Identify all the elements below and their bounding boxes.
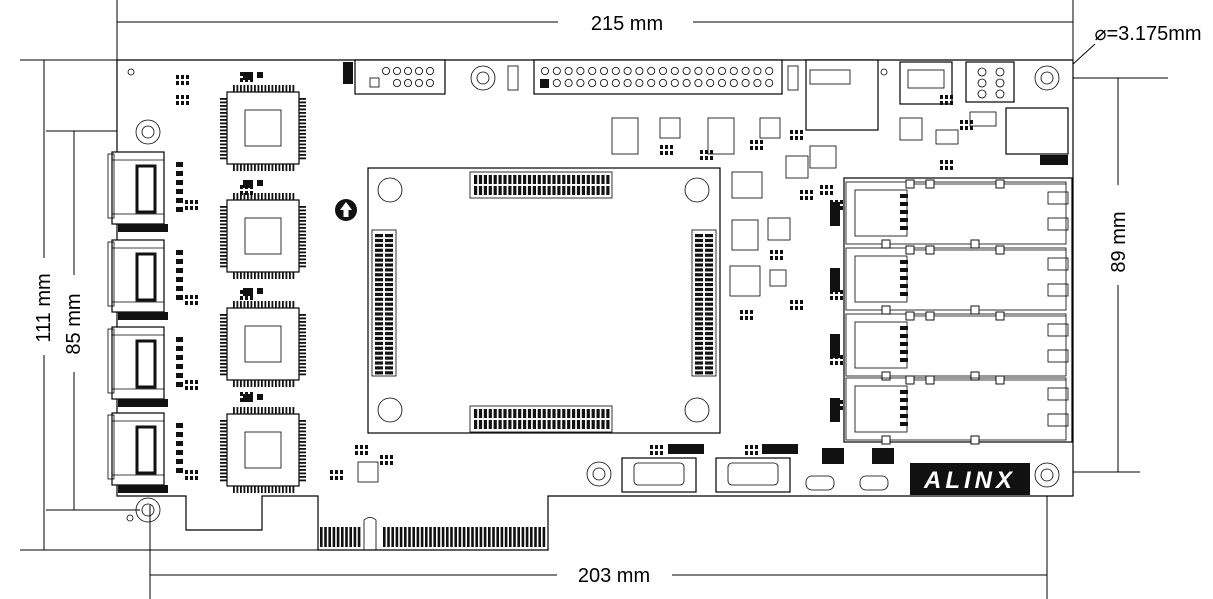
power-jack <box>1005 107 1069 165</box>
qfp-chips <box>220 72 306 493</box>
core-module <box>367 167 721 434</box>
usb-connector <box>899 61 953 105</box>
dimension-lines <box>20 0 1168 599</box>
serial-connectors <box>621 444 798 493</box>
sfp-cages <box>107 151 183 493</box>
dim-height-right: 89 mm <box>1108 211 1130 272</box>
alinx-logo: ALINX <box>910 463 1030 495</box>
dim-height-inner: 85 mm <box>63 293 85 354</box>
dim-hole-diameter: ⌀=3.175mm <box>1094 23 1201 45</box>
push-buttons <box>805 448 894 491</box>
pcie-edge-connector <box>320 527 546 547</box>
dim-height-outer: 111 mm <box>33 273 55 342</box>
rj45-connectors <box>830 177 1073 445</box>
power-header <box>965 61 1015 103</box>
arrow-up-icon <box>335 199 357 221</box>
mounting-hole-icon <box>126 65 1060 523</box>
top-header-40pin <box>507 59 799 95</box>
misc-components <box>176 72 997 483</box>
dim-width-top: 215 mm <box>591 13 663 35</box>
dim-width-bottom: 203 mm <box>578 565 650 587</box>
jtag-header <box>343 59 446 95</box>
sd-card-slot <box>805 59 879 131</box>
logo-text: ALINX <box>923 467 1016 494</box>
